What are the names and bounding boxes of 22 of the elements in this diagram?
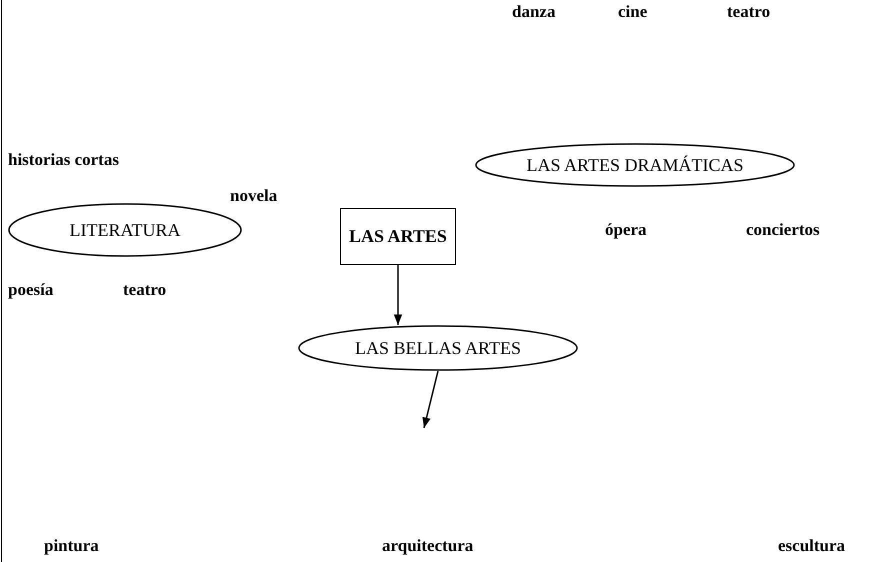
concept-ellipse (298, 325, 578, 371)
term-label: novela (230, 186, 278, 206)
term-label: conciertos (746, 220, 820, 240)
term-label: teatro (123, 280, 166, 300)
concept-ellipse (475, 143, 795, 187)
term-label: ópera (605, 220, 647, 240)
term-label: teatro (727, 2, 770, 22)
concept-ellipse (8, 203, 242, 257)
term-label: historias cortas (8, 150, 119, 170)
concept-box (340, 208, 456, 265)
term-label: danza (512, 2, 556, 22)
concept-label: LITERATURA (70, 220, 180, 240)
term-label: poesía (8, 280, 54, 300)
term-label: escultura (778, 536, 846, 556)
term-label: cine (618, 2, 648, 22)
arrow (394, 265, 402, 325)
concept-label: LAS ARTES DRAMÁTICAS (526, 154, 744, 176)
term-label: pintura (44, 536, 99, 556)
arrow (422, 370, 439, 428)
term-label: arquitectura (382, 536, 474, 556)
concept-label: LAS BELLAS ARTES (355, 338, 521, 358)
concept-label: LAS ARTES (349, 226, 447, 247)
